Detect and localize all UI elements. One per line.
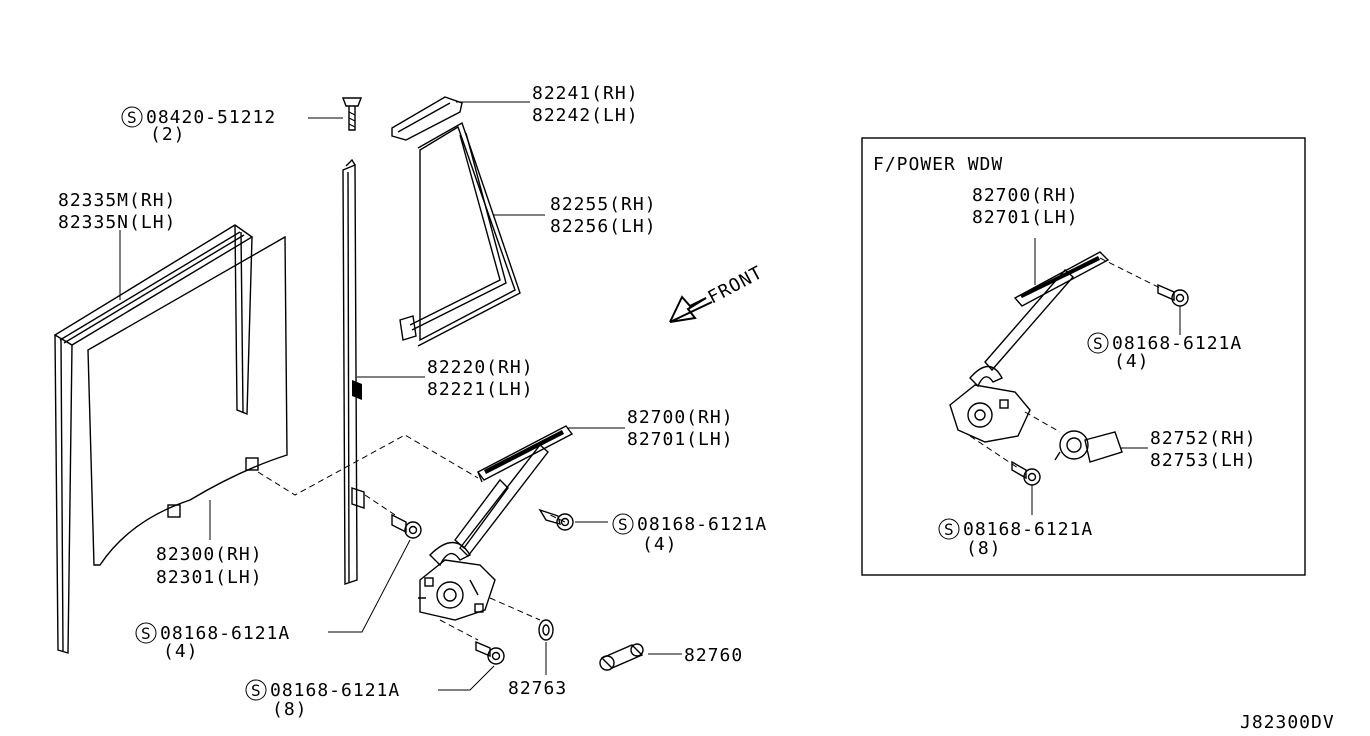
regulator-rh: 82700(RH) xyxy=(627,407,734,428)
inset-title: F/POWER WDW xyxy=(873,154,1003,175)
inset-bolt-bottom-part xyxy=(1011,460,1041,486)
bolt-left-qty: (4) xyxy=(163,641,199,662)
bolt-bottom-code: 08168-6121A xyxy=(270,680,400,701)
s-symbol: S xyxy=(141,624,152,643)
washer-part xyxy=(538,619,554,641)
diagram-code: J82300DV xyxy=(1240,712,1335,733)
fixed-glass-rh: 82255(RH) xyxy=(550,194,657,215)
bolt-right-qty: (4) xyxy=(642,534,678,555)
inset-motor-lh: 82753(LH) xyxy=(1150,450,1257,471)
screw-top-code: 08420-51212 xyxy=(146,107,276,128)
handle-code: 82760 xyxy=(684,645,743,666)
inset-regulator-rh: 82700(RH) xyxy=(972,185,1079,206)
bolt-bottom-qty: (8) xyxy=(272,699,308,720)
door-glass-rh: 82300(RH) xyxy=(156,544,263,565)
bolt-bottom-dashed-leader xyxy=(439,619,479,641)
door-glass-part xyxy=(87,235,288,566)
washer-code: 82763 xyxy=(508,678,567,699)
s-symbol: S xyxy=(127,108,138,127)
screw-part xyxy=(341,97,363,131)
bolt-right-code: 08168-6121A xyxy=(637,514,767,535)
s-symbol: S xyxy=(618,515,629,534)
bolt-left-part xyxy=(391,513,422,539)
washer-dashed-leader xyxy=(489,597,541,621)
inset-bolt-right-qty: (4) xyxy=(1114,351,1150,372)
screw-top-qty: (2) xyxy=(150,124,186,145)
regulator-part xyxy=(418,425,574,621)
s-symbol: S xyxy=(251,681,262,700)
sash-rh: 82241(RH) xyxy=(532,83,639,104)
standard-part-symbols xyxy=(121,106,1109,701)
inset-motor-rh: 82752(RH) xyxy=(1150,428,1257,449)
fixed-glass-part xyxy=(399,121,521,347)
leader-lines xyxy=(119,101,682,691)
weatherstrip-rh: 82335M(RH) xyxy=(58,190,176,211)
bolt-left-code: 08168-6121A xyxy=(160,623,290,644)
glass-regulator-dashed-leader xyxy=(257,434,479,496)
channel-rh: 82220(RH) xyxy=(427,357,534,378)
bolt-right-part xyxy=(538,508,574,531)
fixed-glass-lh: 82256(LH) xyxy=(550,216,657,237)
weatherstrip-lh: 82335N(LH) xyxy=(58,212,176,233)
inset-motor-part xyxy=(1054,430,1123,463)
bolt-left-dashed-leader xyxy=(364,494,396,516)
s-symbol: S xyxy=(944,520,955,539)
inset-frame xyxy=(861,137,1306,576)
inset-regulator-part xyxy=(949,251,1110,443)
inset-bolt-right-part xyxy=(1157,283,1189,307)
door-weatherstrip-part xyxy=(53,224,254,654)
front-arrow-icon xyxy=(669,295,713,323)
inset-bolt-right-dashed-leader xyxy=(1099,257,1161,289)
handle-part xyxy=(599,643,644,671)
inset-bolt-bottom-code: 08168-6121A xyxy=(963,519,1093,540)
inset-motor-dashed-leader xyxy=(1024,411,1061,433)
inset-leader-lines xyxy=(1031,238,1181,515)
front-label: FRONT xyxy=(704,262,766,308)
inset-bolt-bottom-qty: (8) xyxy=(966,538,1002,559)
bolt-bottom-part xyxy=(475,640,505,665)
sash-part xyxy=(391,96,463,141)
inset-regulator-lh: 82701(LH) xyxy=(972,207,1079,228)
rear-channel-part xyxy=(342,158,365,585)
s-symbol: S xyxy=(1093,334,1104,353)
channel-lh: 82221(LH) xyxy=(427,379,534,400)
inset-bolt-right-code: 08168-6121A xyxy=(1112,333,1242,354)
sash-lh: 82242(LH) xyxy=(532,105,639,126)
door-glass-lh: 82301(LH) xyxy=(156,567,263,588)
regulator-lh: 82701(LH) xyxy=(627,429,734,450)
